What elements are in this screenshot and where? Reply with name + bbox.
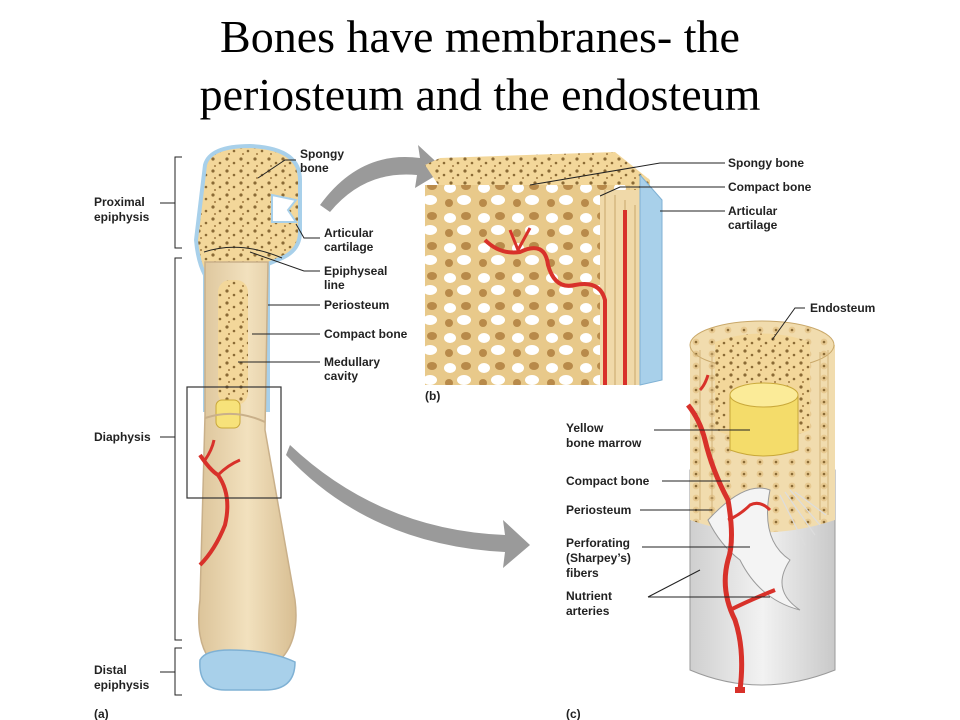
label-articular-b-1: Articular [728, 204, 778, 218]
label-epiphyseal-2: line [324, 278, 345, 292]
label-perforating-2: (Sharpey’s) [566, 551, 631, 565]
label-articular-b-2: cartilage [728, 218, 778, 232]
panel-b-labels: Spongy bone Compact bone Articular carti… [425, 156, 812, 403]
panel-a-labels: Spongy bone Articular cartilage Epiphyse… [94, 147, 408, 720]
panel-a-region-labels: Proximal epiphysis Diaphysis Distal epip… [94, 195, 151, 692]
label-spongy-2: bone [300, 161, 329, 175]
distal-cartilage [199, 649, 296, 691]
panel-label-b: (b) [425, 389, 440, 403]
arrow-to-b [320, 145, 445, 212]
panel-label-a: (a) [94, 707, 109, 720]
label-compact-c: Compact bone [566, 474, 650, 488]
spongy-bone-block [425, 152, 663, 386]
label-perforating-3: fibers [566, 566, 599, 580]
region-brackets [160, 156, 182, 696]
magnify-box [186, 386, 282, 499]
label-distal-2: epiphysis [94, 678, 150, 692]
shaft-section [686, 320, 836, 693]
page-title: Bones have membranes- the periosteum and… [0, 8, 960, 124]
label-spongy-1: Spongy [300, 147, 344, 161]
label-endosteum: Endosteum [810, 301, 875, 315]
label-articular-1: Articular [324, 226, 374, 240]
panel-b-leaders [529, 162, 725, 212]
label-medullary-2: cavity [324, 369, 358, 383]
title-line-2: periosteum and the endosteum [199, 69, 761, 120]
label-epiphyseal-1: Epiphyseal [324, 264, 387, 278]
label-yellow-2: bone marrow [566, 436, 642, 450]
panel-label-c: (c) [566, 707, 581, 720]
long-bone-figure [186, 143, 302, 691]
panel-c-leaders [640, 307, 805, 598]
arrow-to-c [286, 445, 530, 568]
title-line-1: Bones have membranes- the [220, 11, 740, 62]
label-nutrient-2: arteries [566, 604, 610, 618]
label-yellow-1: Yellow [566, 421, 604, 435]
label-proximal-1: Proximal [94, 195, 145, 209]
label-distal-1: Distal [94, 663, 127, 677]
label-spongy-b: Spongy bone [728, 156, 804, 170]
label-medullary-1: Medullary [324, 355, 380, 369]
label-nutrient-1: Nutrient [566, 589, 612, 603]
label-diaphysis: Diaphysis [94, 430, 151, 444]
label-compact-a: Compact bone [324, 327, 408, 341]
label-periosteum-a: Periosteum [324, 298, 389, 312]
medullary-cavity [218, 280, 248, 405]
epiphyseal-line [203, 246, 283, 259]
label-compact-b: Compact bone [728, 180, 812, 194]
label-periosteum-c: Periosteum [566, 503, 631, 517]
panel-a-leaders [238, 159, 320, 363]
label-perforating-1: Perforating [566, 536, 630, 550]
panel-c-labels: Endosteum Yellow bone marrow Compact bon… [566, 301, 875, 720]
articular-cartilage-notch [271, 193, 298, 223]
label-proximal-2: epiphysis [94, 210, 150, 224]
label-articular-2: cartilage [324, 240, 374, 254]
